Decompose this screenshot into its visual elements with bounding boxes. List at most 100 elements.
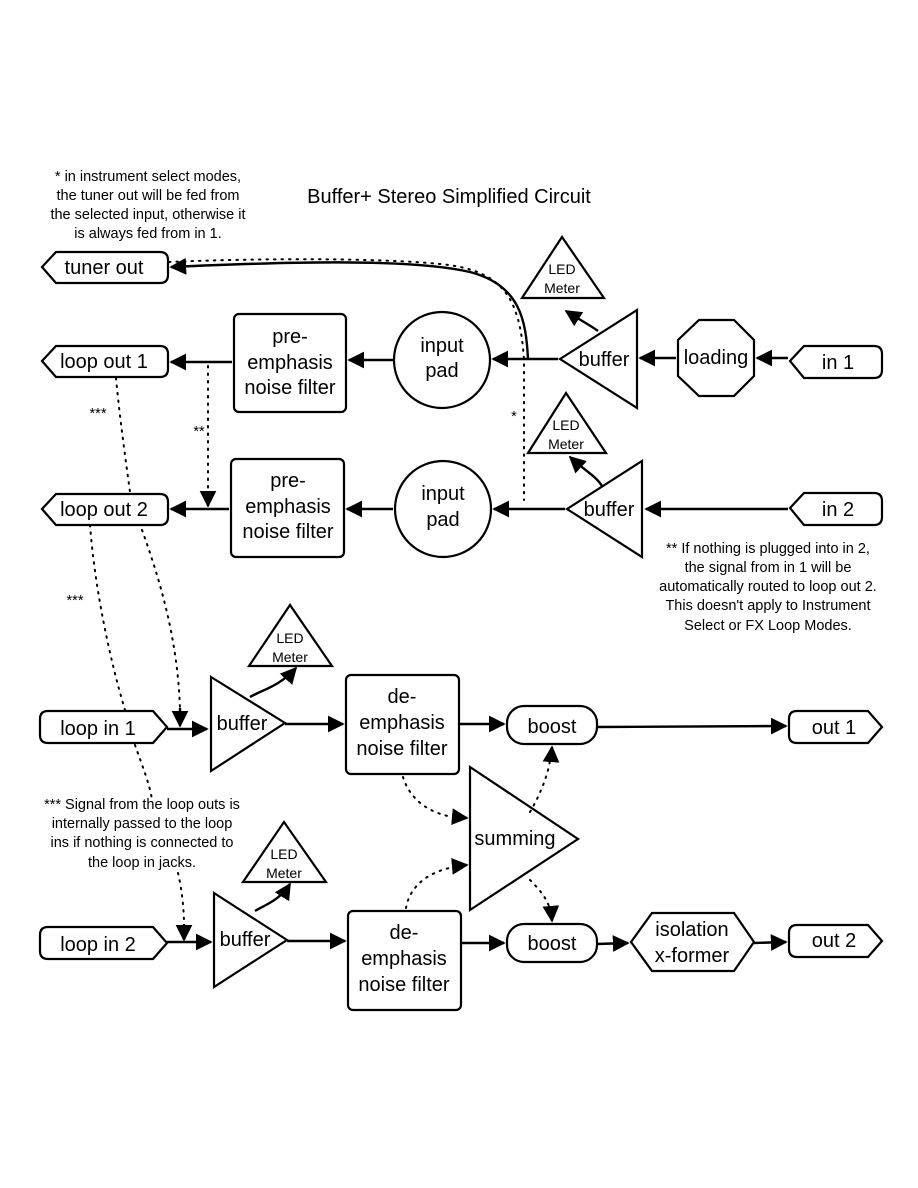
svg-text:de-: de- bbox=[390, 922, 419, 944]
dotted-deemph2-summing bbox=[405, 865, 461, 909]
input-pad-1: input pad bbox=[392, 310, 492, 410]
svg-text:noise filter: noise filter bbox=[356, 738, 447, 760]
loop-out-1-jack: loop out 1 bbox=[40, 344, 170, 379]
svg-text:buffer: buffer bbox=[584, 499, 635, 521]
svg-text:boost: boost bbox=[528, 716, 577, 738]
star-mark-2: ** bbox=[193, 424, 205, 440]
svg-text:emphasis: emphasis bbox=[359, 712, 445, 734]
svg-text:** If nothing is plugged into: ** If nothing is plugged into in 2, bbox=[666, 541, 870, 557]
svg-text:x-former: x-former bbox=[655, 945, 730, 967]
led-meter-4: LED Meter bbox=[240, 820, 329, 884]
svg-text:loop out 2: loop out 2 bbox=[60, 499, 148, 521]
dotted-tuner-in1-route bbox=[168, 258, 525, 501]
svg-text:pad: pad bbox=[426, 509, 459, 531]
svg-text:Meter: Meter bbox=[272, 649, 308, 665]
svg-text:loop in 2: loop in 2 bbox=[60, 934, 136, 956]
dotted-loopout2-buffer3 bbox=[141, 529, 181, 711]
svg-text:This doesn't apply to Instrume: This doesn't apply to Instrument bbox=[665, 598, 870, 614]
wire-buffer3-led bbox=[249, 666, 298, 699]
dotted-deemph2-summing-arrow bbox=[451, 858, 469, 875]
wire-isolation-out2 bbox=[753, 934, 788, 951]
in-2-jack: in 2 bbox=[788, 491, 884, 527]
dotted-note-loopin2 bbox=[177, 872, 185, 926]
wire-buffer1-led bbox=[564, 309, 599, 332]
svg-text:loading: loading bbox=[684, 347, 749, 369]
svg-text:emphasis: emphasis bbox=[245, 496, 331, 518]
star-mark-3a: *** bbox=[90, 406, 107, 422]
led-meter-3: LED Meter bbox=[246, 603, 335, 668]
dotted-loopout1-loopout2 bbox=[115, 377, 131, 493]
svg-text:emphasis: emphasis bbox=[361, 948, 447, 970]
svg-text:LED: LED bbox=[548, 261, 575, 277]
svg-text:internally passed to the loop: internally passed to the loop bbox=[52, 816, 233, 832]
svg-text:Select or FX Loop Modes.: Select or FX Loop Modes. bbox=[684, 618, 852, 634]
loop-in-2-jack: loop in 2 bbox=[38, 925, 169, 961]
svg-text:the tuner out will be fed from: the tuner out will be fed from bbox=[57, 188, 240, 204]
in-1-jack: in 1 bbox=[788, 344, 884, 380]
svg-text:summing: summing bbox=[474, 828, 555, 850]
input-pad-2: input pad bbox=[393, 459, 493, 559]
out-1-jack: out 1 bbox=[787, 709, 884, 745]
svg-text:de-: de- bbox=[388, 686, 417, 708]
dotted-summing-boost2-arrow bbox=[542, 905, 560, 923]
isolation-transformer: isolation x-former bbox=[629, 911, 756, 973]
summing-amp: summing bbox=[468, 764, 580, 913]
dotted-summing-boost2 bbox=[529, 879, 551, 911]
tuner-out-jack: tuner out bbox=[40, 250, 170, 285]
svg-text:out 1: out 1 bbox=[812, 717, 856, 739]
svg-text:Meter: Meter bbox=[544, 280, 580, 296]
svg-text:noise filter: noise filter bbox=[244, 377, 335, 399]
svg-text:the signal from in 1 will be: the signal from in 1 will be bbox=[685, 560, 852, 576]
diagram-title: Buffer+ Stereo Simplified Circuit bbox=[307, 186, 591, 208]
svg-text:input: input bbox=[421, 483, 465, 505]
buffer-4: buffer bbox=[212, 890, 290, 990]
de-emphasis-filter-1: de- emphasis noise filter bbox=[344, 673, 461, 776]
svg-text:* in instrument select modes,: * in instrument select modes, bbox=[55, 169, 241, 185]
svg-text:boost: boost bbox=[528, 933, 577, 955]
svg-text:emphasis: emphasis bbox=[247, 352, 333, 374]
pre-emphasis-filter-2: pre- emphasis noise filter bbox=[229, 457, 346, 559]
buffer-2: buffer bbox=[564, 458, 644, 560]
out-2-jack: out 2 bbox=[787, 923, 884, 959]
loop-note: *** Signal from the loop outs is interna… bbox=[44, 797, 240, 871]
wire-tuner-out bbox=[169, 257, 530, 360]
dotted-loopout2-loopin1 bbox=[89, 524, 126, 711]
svg-text:input: input bbox=[420, 335, 464, 357]
de-emphasis-filter-2: de- emphasis noise filter bbox=[346, 909, 463, 1012]
svg-text:noise filter: noise filter bbox=[242, 521, 333, 543]
svg-text:pad: pad bbox=[425, 360, 458, 382]
dotted-loopin1-note bbox=[134, 744, 153, 801]
wire-boost2-isolation bbox=[596, 935, 630, 952]
wire-boost1-out1 bbox=[596, 717, 788, 735]
svg-text:the loop in jacks.: the loop in jacks. bbox=[88, 855, 196, 871]
star-mark-1: * bbox=[511, 409, 517, 425]
wire-buffer4-led bbox=[254, 882, 292, 913]
svg-text:LED: LED bbox=[270, 846, 297, 862]
svg-text:buffer: buffer bbox=[579, 349, 630, 371]
led-meter-1: LED Meter bbox=[519, 235, 607, 300]
svg-text:in 1: in 1 bbox=[822, 352, 854, 374]
svg-text:loop in 1: loop in 1 bbox=[60, 718, 136, 740]
boost-2: boost bbox=[505, 922, 599, 964]
svg-text:automatically routed to loop o: automatically routed to loop out 2. bbox=[659, 579, 877, 595]
svg-text:Meter: Meter bbox=[266, 865, 302, 881]
buffer-1: buffer bbox=[557, 307, 639, 411]
svg-text:LED: LED bbox=[276, 630, 303, 646]
svg-text:noise filter: noise filter bbox=[358, 974, 449, 996]
loop-out-2-jack: loop out 2 bbox=[40, 492, 170, 527]
in2-note: ** If nothing is plugged into in 2, the … bbox=[659, 541, 877, 634]
svg-text:Meter: Meter bbox=[548, 436, 584, 452]
wire-buffer2-led bbox=[568, 455, 604, 487]
tuner-note: * in instrument select modes, the tuner … bbox=[50, 169, 245, 242]
svg-text:tuner out: tuner out bbox=[65, 257, 144, 279]
dotted-deemph1-summing-arrow bbox=[451, 808, 469, 825]
svg-text:in 2: in 2 bbox=[822, 499, 854, 521]
loading-block: loading bbox=[676, 318, 756, 398]
svg-text:buffer: buffer bbox=[217, 713, 268, 735]
svg-text:*** Signal from the loop outs: *** Signal from the loop outs is bbox=[44, 797, 240, 813]
svg-text:buffer: buffer bbox=[220, 929, 271, 951]
dotted-summing-boost1-arrow bbox=[542, 745, 560, 763]
svg-text:LED: LED bbox=[552, 417, 579, 433]
svg-text:ins if nothing is connected to: ins if nothing is connected to bbox=[51, 835, 234, 851]
